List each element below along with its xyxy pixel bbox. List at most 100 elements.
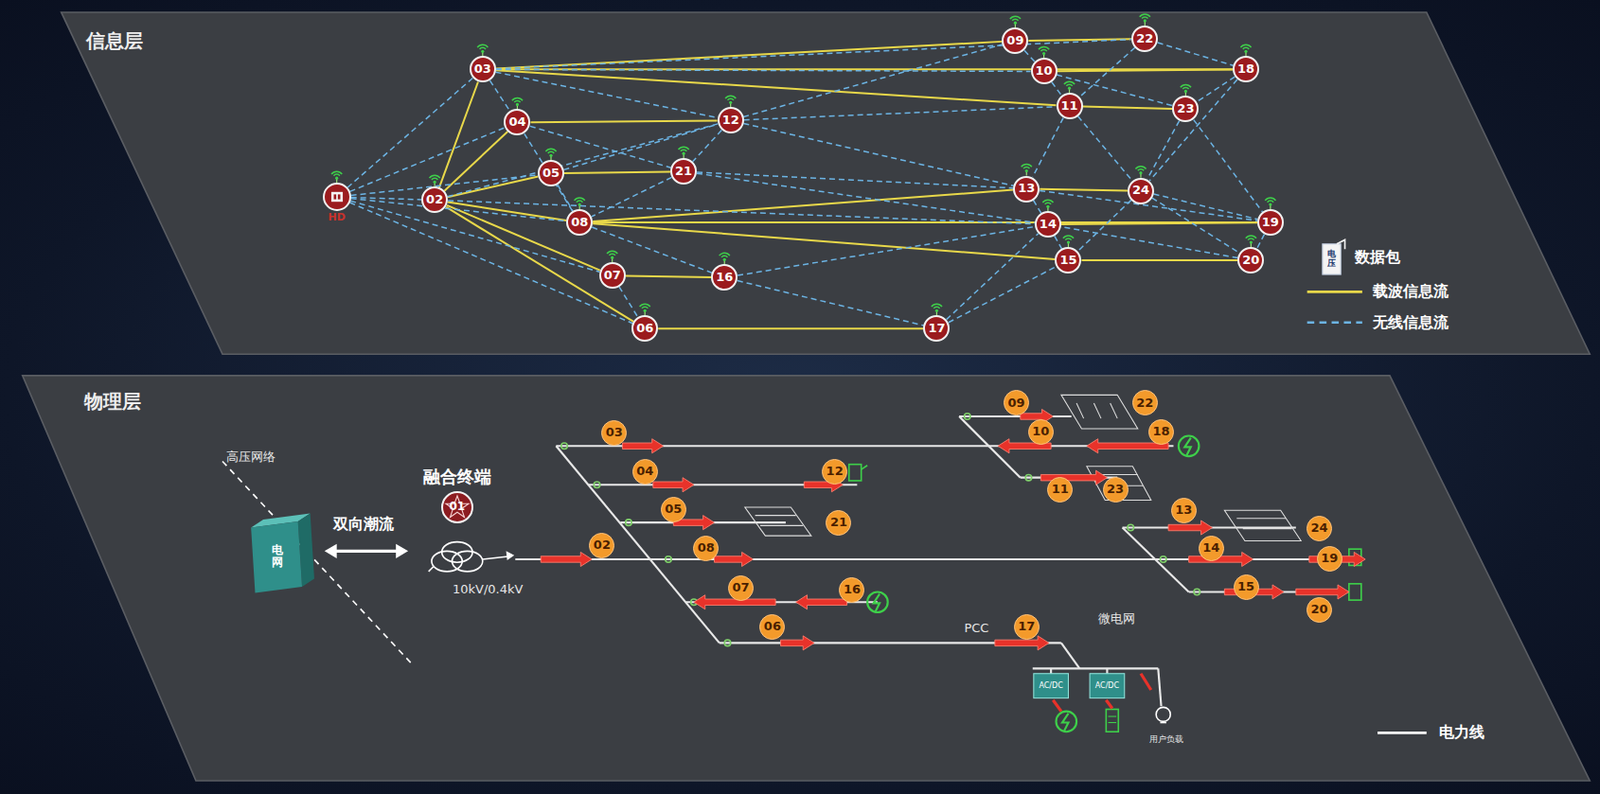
- wireless-flow: [524, 133, 573, 212]
- wireless-flow: [496, 71, 718, 118]
- node-number: 06: [636, 321, 654, 337]
- wifi-arc: [477, 44, 488, 48]
- info-node: 24: [1127, 177, 1155, 205]
- illustration-path: [1184, 438, 1191, 456]
- illustration-circle: [867, 591, 889, 613]
- node-circle: 18: [1232, 55, 1260, 83]
- node-circle: 15: [1054, 247, 1082, 274]
- node-circle: 17: [1013, 614, 1040, 640]
- icon-slot: [333, 195, 337, 200]
- node-circle: 03: [601, 420, 627, 446]
- node-circle: 10: [1028, 419, 1054, 445]
- wireless-flow: [1078, 199, 1132, 251]
- node-number: 12: [826, 464, 844, 480]
- renewable-icons: [849, 435, 1362, 732]
- illustration-line: [760, 525, 803, 527]
- wifi-icons: [331, 14, 1276, 316]
- node-number: 21: [675, 164, 693, 179]
- wireless-flow: [349, 202, 633, 324]
- illustration-polygon: [506, 551, 516, 561]
- icon-slot: [337, 195, 341, 200]
- illustration-circle: [1159, 556, 1166, 563]
- wireless-flow: [696, 173, 1035, 223]
- node-circle: 20: [1237, 247, 1264, 274]
- node-number: 14: [1039, 217, 1057, 232]
- node-number: 20: [1242, 253, 1260, 268]
- node-circle: 13: [1013, 176, 1040, 203]
- node-circle: 19: [1257, 209, 1284, 236]
- physical-node: 21: [825, 510, 852, 536]
- wireless-flow: [347, 78, 473, 189]
- antenna-dot: [728, 101, 732, 105]
- wifi-arc: [1010, 16, 1021, 19]
- node-number: 18: [1152, 425, 1170, 440]
- illustration-line: [755, 515, 797, 516]
- legend-text: 电力线: [1439, 724, 1485, 742]
- node-circle: 07: [599, 262, 626, 289]
- node-number: 08: [697, 541, 715, 556]
- antenna-dot: [1066, 240, 1070, 244]
- carrier-flow: [564, 171, 671, 174]
- wifi-arc: [1135, 166, 1146, 170]
- power-flow-arrows: [540, 408, 1366, 651]
- node-number: 19: [1320, 551, 1338, 567]
- node-number: 09: [1007, 396, 1025, 411]
- wifi-arc: [1137, 169, 1144, 172]
- node-number: 17: [1017, 620, 1035, 635]
- node-number: 12: [722, 113, 740, 128]
- info-node: 04: [503, 108, 531, 136]
- illustration-circle: [724, 640, 730, 646]
- node-circle: 15: [1233, 574, 1260, 601]
- carrier-flow: [625, 275, 712, 278]
- node-number: 21: [830, 515, 848, 531]
- node-circle: 23: [1102, 477, 1129, 503]
- wifi-arc: [933, 306, 940, 309]
- wifi-arc: [333, 174, 339, 177]
- info-node: 13: [1013, 176, 1040, 203]
- physical-node: 14: [1198, 535, 1225, 562]
- illustration-line: [1122, 528, 1190, 593]
- illustration-rect: [1322, 244, 1341, 275]
- node-circle: 21: [670, 158, 697, 185]
- wifi-arc: [1267, 200, 1274, 203]
- info-node: 06: [631, 315, 658, 342]
- antenna-dot: [1025, 169, 1029, 173]
- node-number: 03: [474, 62, 492, 77]
- physical-node: 17: [1013, 614, 1040, 640]
- wireless-flow: [1152, 197, 1241, 253]
- label-text: AC/DC: [1095, 681, 1120, 691]
- node-number: 07: [604, 268, 622, 284]
- antenna-dot: [643, 309, 647, 313]
- wifi-arc: [1012, 18, 1018, 21]
- wireless-flow: [1257, 234, 1265, 249]
- flow-arrow: [781, 636, 816, 651]
- wireless-flow: [1051, 82, 1062, 96]
- node-circle: 09: [1003, 390, 1030, 416]
- wireless-flow: [350, 127, 506, 193]
- node-number: 18: [1237, 62, 1255, 77]
- illustration-line: [959, 415, 1072, 418]
- carrier-flow: [1083, 106, 1174, 109]
- physical-node: 10: [1028, 419, 1054, 445]
- wifi-arc: [1040, 49, 1047, 52]
- illustration-line: [1076, 403, 1085, 419]
- node-number: 16: [715, 270, 733, 285]
- node-number: 04: [508, 115, 526, 130]
- legend-text: 载波信息流: [1372, 283, 1449, 301]
- illustration-line: [1307, 290, 1363, 294]
- carrier-flow: [496, 70, 1057, 106]
- wireless-flow: [743, 44, 1003, 118]
- node-number: 19: [1262, 215, 1280, 231]
- physical-node: 16: [838, 577, 865, 604]
- node-number: 15: [1237, 580, 1255, 595]
- wifi-arc: [725, 95, 736, 99]
- info-node: 03: [469, 55, 497, 83]
- carrier-flow: [1081, 259, 1238, 262]
- physical-node: 18: [1148, 419, 1174, 445]
- illustration-circle: [1025, 474, 1032, 480]
- illustration-line: [222, 461, 414, 666]
- node-number: 02: [426, 193, 444, 208]
- label-text: 电压: [1327, 249, 1336, 269]
- physical-node: 20: [1306, 597, 1333, 623]
- wifi-arc: [1243, 47, 1249, 50]
